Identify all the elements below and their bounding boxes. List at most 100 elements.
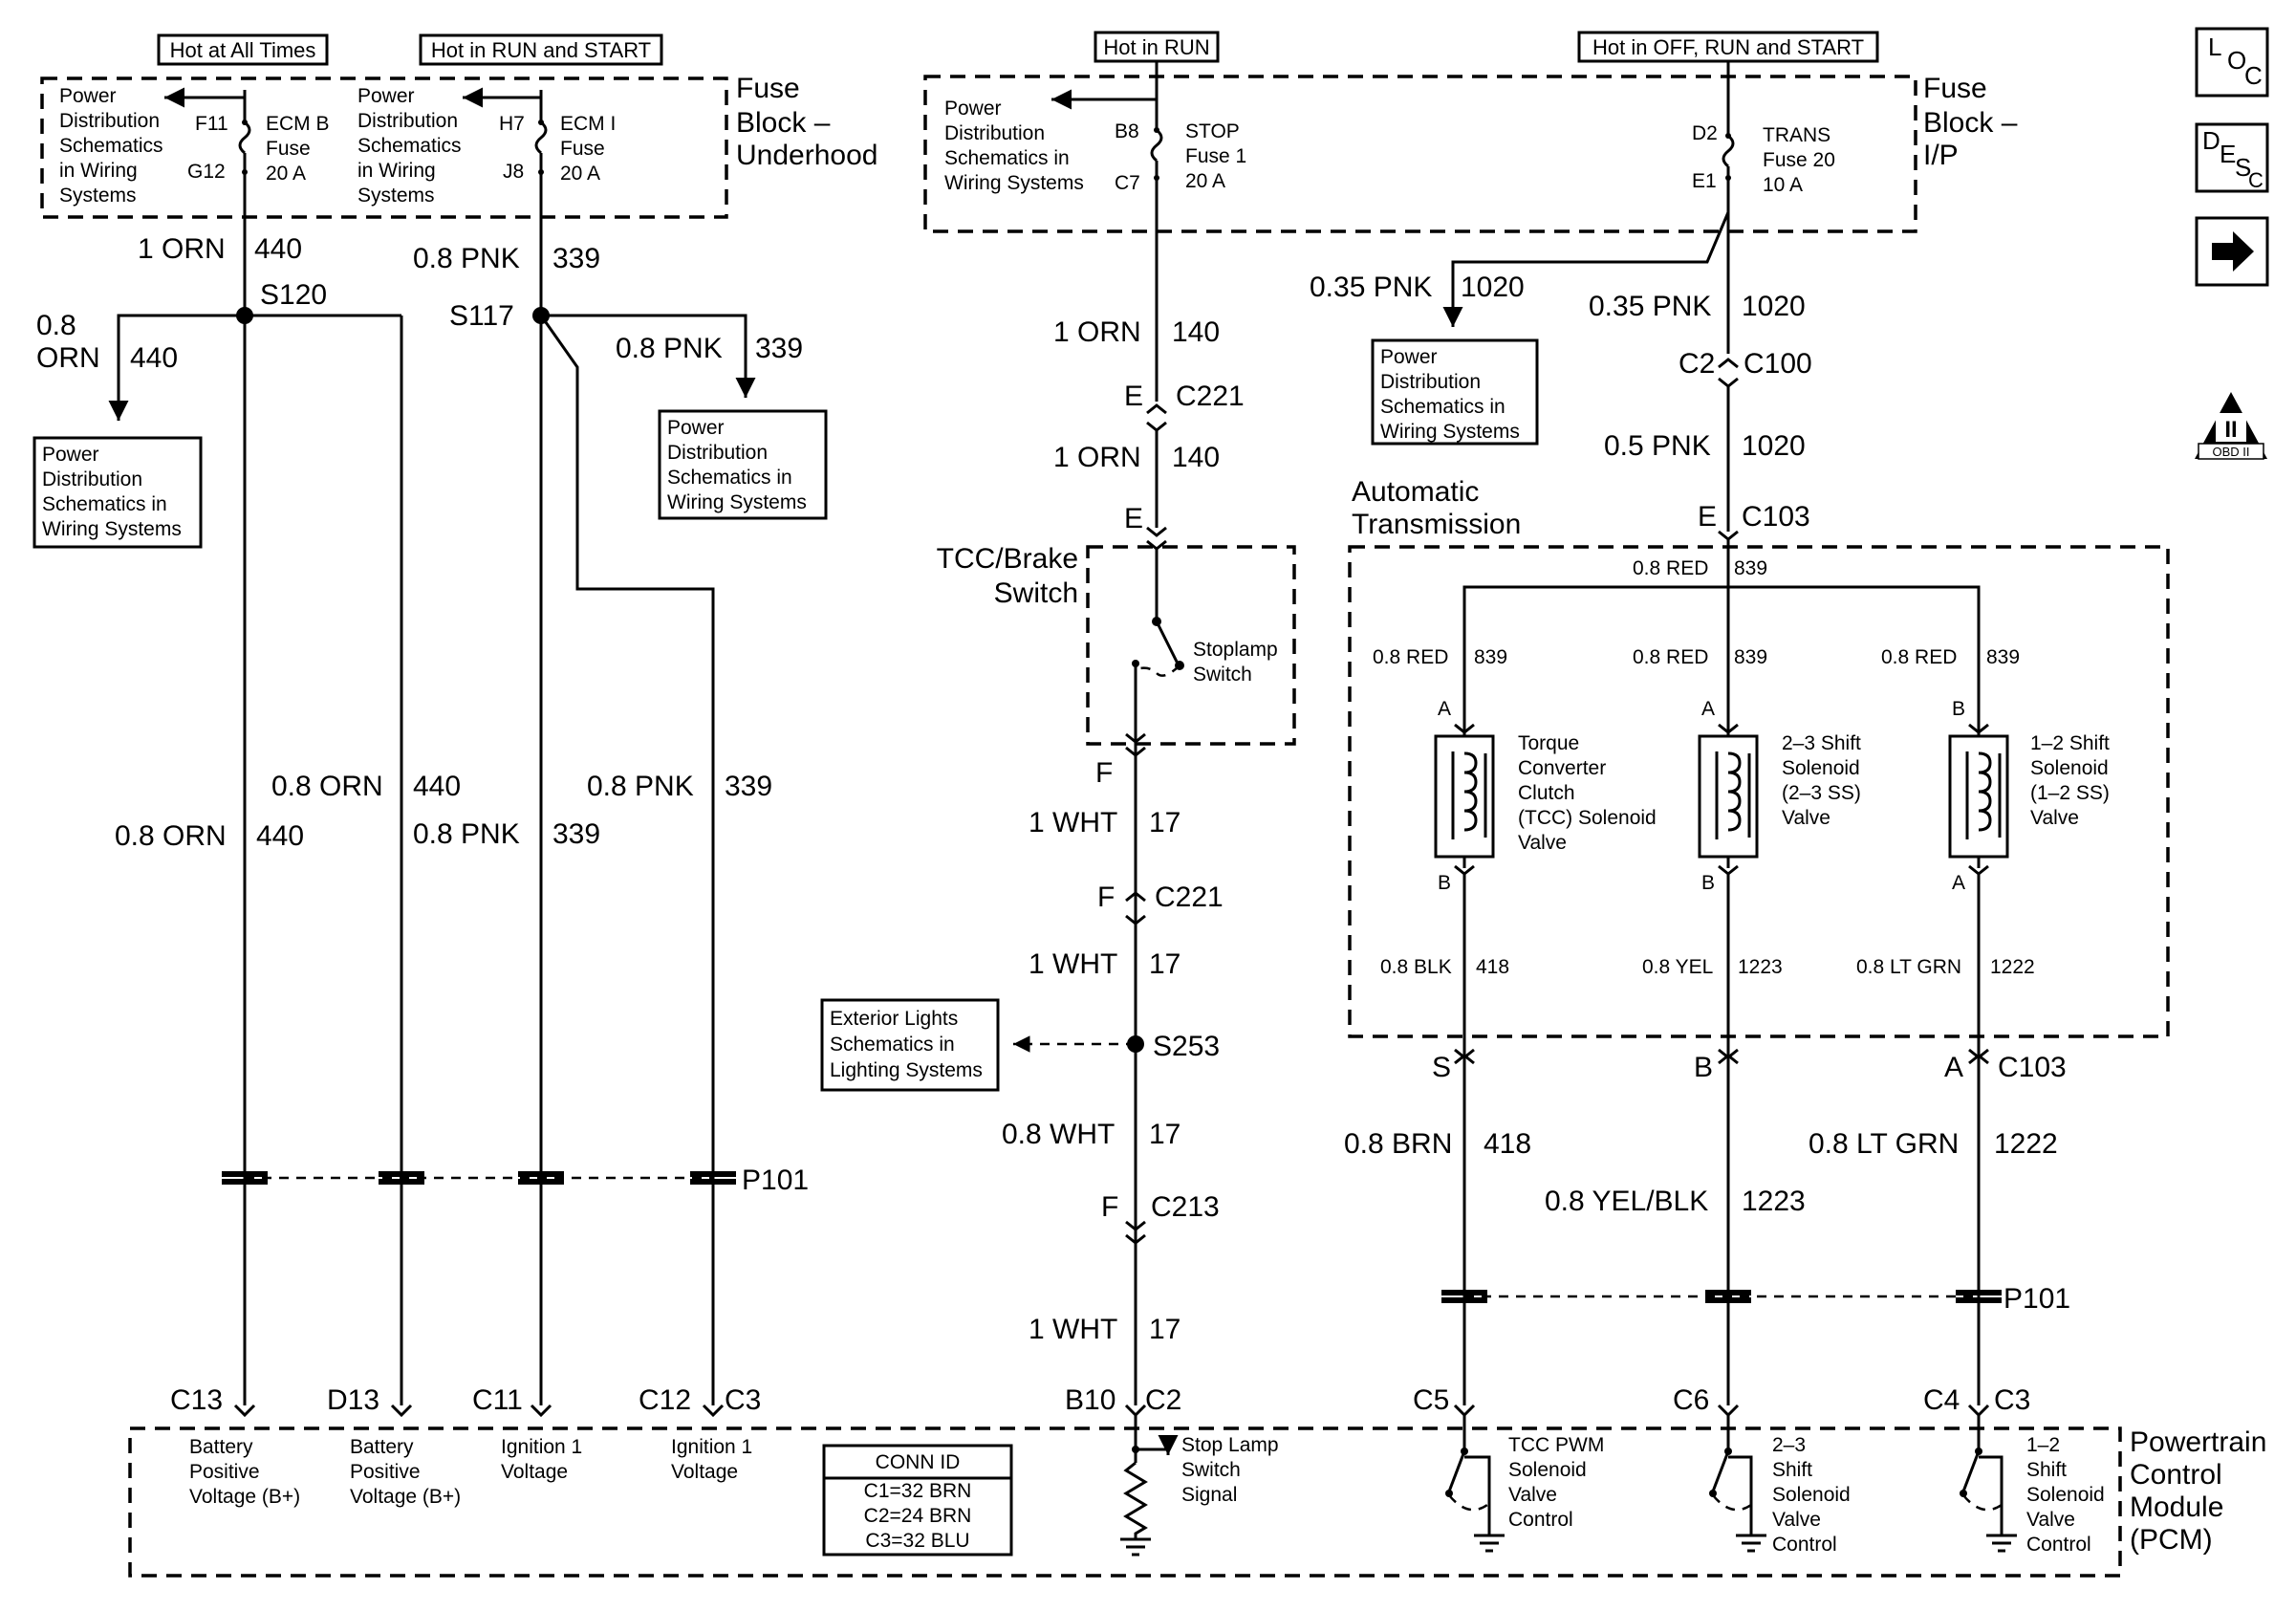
svg-text:Fuse 1: Fuse 1: [1185, 145, 1246, 167]
svg-text:Underhood: Underhood: [736, 140, 877, 171]
svg-text:Automatic: Automatic: [1352, 476, 1479, 508]
svg-text:Valve: Valve: [1782, 807, 1830, 829]
svg-text:2–3 Shift: 2–3 Shift: [1782, 732, 1861, 754]
pcm-pin-labels: C13 D13 C11 C12 C3 B10 C2 C5 C6 C4 C3: [170, 1384, 2030, 1418]
fuse-trans: D2 E1 TRANS Fuse 20 10 A: [1692, 61, 1835, 196]
svg-text:P101: P101: [2004, 1283, 2070, 1315]
svg-text:E: E: [1698, 501, 1717, 533]
automatic-transmission: Automatic Transmission: [1348, 476, 2170, 1038]
connector-c103-bottom: S B A C103: [1432, 1048, 2067, 1083]
fuse-stop: Power Distribution Schematics in Wiring …: [944, 61, 1246, 194]
svg-text:A: A: [1438, 698, 1451, 720]
wire-label-pnk-339: 0.8 PNK: [413, 243, 520, 274]
arrow-right-icon: [2212, 231, 2254, 272]
ref-power-dist-440: Power Distribution Schematics in Wiring …: [32, 436, 203, 549]
svg-text:Shift: Shift: [2026, 1459, 2067, 1481]
loc-button[interactable]: L O C: [2195, 27, 2269, 98]
svg-text:Distribution: Distribution: [357, 110, 458, 132]
svg-text:F: F: [1097, 882, 1115, 913]
wire-label-pnk-1020-b: 0.5 PNK: [1604, 430, 1711, 462]
svg-text:Fuse: Fuse: [266, 138, 311, 160]
svg-text:TCC/Brake: TCC/Brake: [937, 543, 1078, 575]
svg-text:C213: C213: [1151, 1191, 1220, 1223]
wire-label-418-b: 418: [1484, 1128, 1531, 1160]
svg-text:B10: B10: [1065, 1384, 1116, 1416]
svg-text:Valve: Valve: [2030, 807, 2079, 829]
wire-label-1020-branch: 1020: [1461, 272, 1525, 303]
svg-text:STOP: STOP: [1185, 120, 1240, 142]
svg-text:Torque: Torque: [1518, 732, 1579, 754]
svg-text:Power: Power: [357, 85, 415, 107]
svg-text:Stoplamp: Stoplamp: [1193, 639, 1278, 661]
svg-text:Fuse: Fuse: [736, 73, 800, 104]
svg-text:Wiring Systems: Wiring Systems: [42, 518, 182, 540]
wire-label-339-branch: 339: [755, 333, 803, 364]
pcm-label: Powertrain Control Module (PCM): [2130, 1426, 2266, 1556]
pcm-input-batt-1: Battery Positive Voltage (B+): [189, 1436, 300, 1508]
svg-text:Distribution: Distribution: [667, 442, 768, 464]
svg-text:C221: C221: [1155, 882, 1224, 913]
svg-text:Voltage (B+): Voltage (B+): [189, 1486, 300, 1508]
wire-label-pnk-339-b: 0.8 PNK: [413, 818, 520, 850]
svg-text:in Wiring: in Wiring: [59, 160, 138, 182]
svg-text:F11: F11: [195, 113, 228, 135]
obd-ii-icon: II OBD II: [2195, 392, 2267, 460]
desc-button[interactable]: D E S C: [2195, 122, 2269, 193]
svg-text:CONN ID: CONN ID: [876, 1451, 961, 1473]
svg-text:B: B: [1694, 1052, 1713, 1083]
svg-text:Distribution: Distribution: [59, 110, 160, 132]
svg-text:Control: Control: [1508, 1509, 1573, 1531]
svg-text:B: B: [1701, 872, 1715, 894]
svg-text:Power: Power: [667, 417, 725, 439]
splice-s120-label: S120: [260, 279, 327, 311]
svg-text:C103: C103: [1742, 501, 1810, 533]
svg-text:Voltage: Voltage: [501, 1461, 568, 1483]
wire-label-pnk-339-branch: 0.8 PNK: [616, 333, 723, 364]
wire-label-orn-140-a: 1 ORN: [1053, 316, 1141, 348]
svg-text:Valve: Valve: [1518, 832, 1567, 854]
svg-text:Distribution: Distribution: [42, 468, 142, 490]
wire-label-1020-a: 1020: [1742, 291, 1806, 322]
svg-text:A: A: [1944, 1052, 1963, 1083]
svg-text:Systems: Systems: [357, 185, 435, 207]
wire-label-orn-440: 1 ORN: [138, 233, 226, 265]
connector-c213-f: F C213: [1101, 1191, 1220, 1245]
wire-label-wht-17-a: 1 WHT: [1029, 807, 1117, 838]
svg-text:Switch: Switch: [1193, 664, 1252, 686]
svg-text:Systems: Systems: [59, 185, 137, 207]
svg-text:Schematics in: Schematics in: [42, 493, 167, 515]
svg-text:A: A: [1701, 698, 1715, 720]
svg-text:C6: C6: [1673, 1384, 1709, 1416]
svg-text:Schematics in: Schematics in: [944, 147, 1070, 169]
svg-text:Powertrain: Powertrain: [2130, 1426, 2266, 1458]
svg-text:Control: Control: [2130, 1459, 2222, 1491]
svg-text:Solenoid: Solenoid: [2026, 1484, 2105, 1506]
svg-text:I/P: I/P: [1923, 140, 1959, 171]
svg-text:Positive: Positive: [350, 1461, 421, 1483]
svg-text:B8: B8: [1115, 120, 1139, 142]
svg-text:D: D: [2202, 126, 2220, 155]
svg-text:S: S: [2235, 153, 2251, 182]
wire-839-bus: [1462, 585, 1981, 736]
svg-text:Switch: Switch: [994, 577, 1078, 609]
svg-text:C: C: [2244, 61, 2263, 90]
svg-text:20 A: 20 A: [1185, 170, 1225, 192]
svg-text:20 A: 20 A: [266, 163, 306, 185]
svg-text:Battery: Battery: [189, 1436, 253, 1458]
svg-text:Fuse: Fuse: [560, 138, 605, 160]
wire-label-1222-b: 1222: [1994, 1128, 2058, 1160]
tcc-brake-switch: TCC/Brake Switch Stoplamp Switch: [937, 543, 1296, 746]
wire-label-ltgrn-1222-b: 0.8 LT GRN: [1809, 1128, 1959, 1160]
pcm-1-2-shift-driver: 1–2 Shift Solenoid Valve Control: [1960, 1415, 2105, 1556]
svg-text:C2: C2: [1145, 1384, 1181, 1416]
svg-text:Solenoid: Solenoid: [1508, 1459, 1587, 1481]
wire-label-wht-17-d: 1 WHT: [1029, 1314, 1117, 1345]
svg-text:C2=24 BRN: C2=24 BRN: [864, 1505, 972, 1527]
wire-label-440-a: 440: [413, 771, 461, 802]
header-hot-always: Hot at All Times: [157, 33, 329, 66]
svg-text:F: F: [1095, 757, 1113, 789]
next-arrow-button[interactable]: [2195, 216, 2269, 287]
wire-label-yel-1223: 0.8 YEL: [1642, 956, 1713, 978]
svg-text:Hot in OFF, RUN and START: Hot in OFF, RUN and START: [1592, 35, 1864, 59]
